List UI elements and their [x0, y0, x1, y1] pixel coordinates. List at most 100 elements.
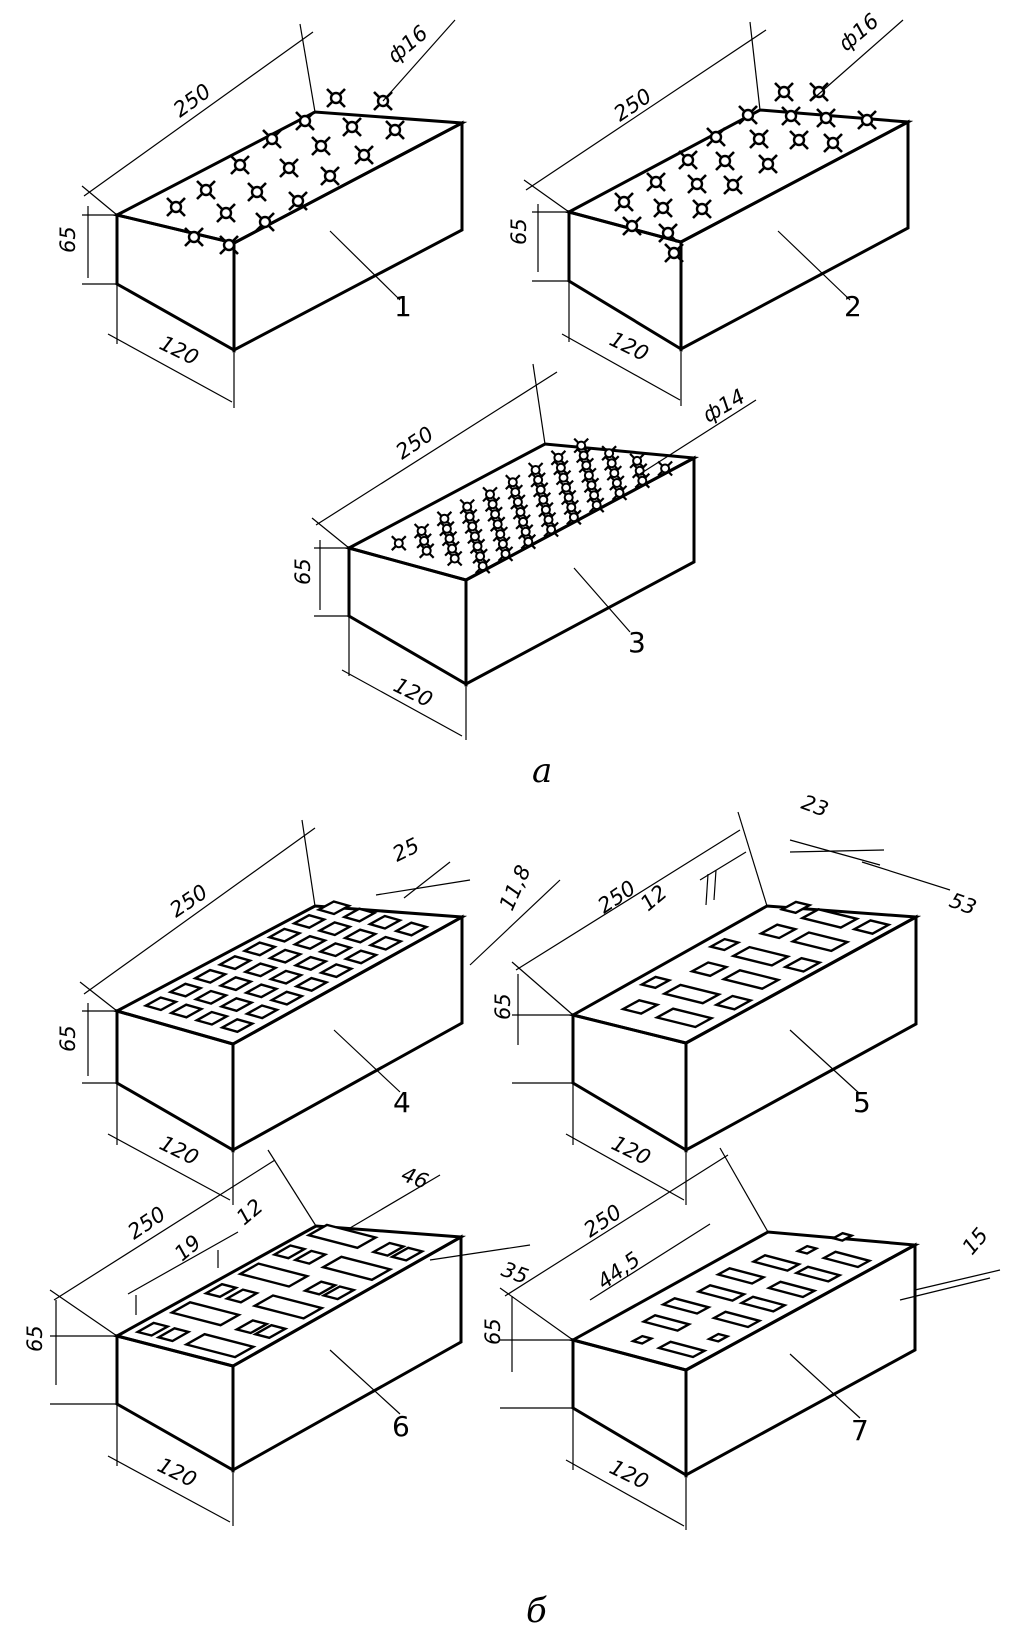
slot — [789, 931, 851, 953]
hole — [469, 538, 486, 555]
slot — [738, 1295, 788, 1313]
hole — [560, 489, 577, 506]
brick-6-number-label: 6 — [392, 1410, 410, 1443]
brick-1-number-label: 1 — [394, 290, 412, 323]
slot — [320, 1255, 394, 1282]
hole — [603, 455, 620, 472]
brick-7-width-label: 120 — [606, 1455, 653, 1494]
hole — [489, 516, 506, 533]
hole — [484, 496, 501, 513]
hole — [497, 545, 514, 563]
hole — [608, 474, 626, 492]
brick-5-slots — [619, 900, 892, 1029]
brick-6-height-label: 65 — [23, 1325, 47, 1352]
hole — [552, 459, 570, 476]
slot — [218, 997, 255, 1013]
brick-4-dimension-lines — [79, 819, 561, 1205]
slot — [318, 963, 355, 979]
hole — [573, 437, 590, 454]
brick-6-slot-dim-3: 12 — [232, 1194, 268, 1230]
slot — [267, 948, 304, 964]
brick-4-slot-dim-2: 11,8 — [495, 862, 536, 914]
hole — [529, 471, 547, 488]
brick-2-dimension-lines — [523, 19, 904, 406]
slot — [268, 990, 305, 1006]
hole — [509, 493, 527, 511]
hole — [481, 486, 499, 503]
slot — [794, 1244, 820, 1255]
slot — [192, 968, 229, 984]
brick-6-slots — [134, 1223, 426, 1359]
brick-4-height-label: 65 — [56, 1025, 80, 1052]
hole — [606, 465, 623, 482]
brick-1-height-label: 65 — [56, 226, 80, 253]
brick-4-dimension-text: 250 65 120 25 11,8 4 — [56, 833, 536, 1170]
hole — [557, 479, 575, 496]
hole — [588, 497, 605, 514]
slot — [168, 1301, 242, 1327]
brick-7-length-label: 250 — [579, 1200, 626, 1242]
hole — [583, 477, 600, 494]
slot — [167, 982, 204, 998]
brick-7-dimension-lines — [499, 1147, 1001, 1530]
slot — [237, 1262, 311, 1288]
slot — [315, 900, 353, 916]
slot — [659, 1297, 712, 1315]
slot — [661, 983, 723, 1005]
slot — [192, 989, 230, 1005]
slot — [168, 1003, 205, 1019]
brick-5: 250 65 120 23 12 53 5 — [491, 790, 980, 1205]
slot — [705, 1332, 731, 1343]
hole — [466, 528, 483, 545]
brick-1-dimension-text: 250 65 120 ф16 1 — [56, 21, 432, 370]
slot — [293, 976, 330, 992]
slot — [219, 1018, 256, 1034]
slot — [316, 921, 353, 937]
slot — [366, 914, 404, 930]
slot — [142, 996, 179, 1012]
hole — [532, 481, 549, 498]
brick-6-dimension-lines — [49, 1149, 531, 1526]
slot — [202, 1282, 240, 1299]
hole — [474, 557, 491, 575]
hole — [580, 467, 598, 484]
brick-5-slot-dim-1: 23 — [798, 790, 831, 822]
brick-6-slot-dim-1: 46 — [398, 1162, 431, 1194]
hole — [628, 452, 646, 469]
slot — [793, 1265, 843, 1283]
brick-6-slot-dim-4: 35 — [498, 1257, 531, 1289]
hole — [611, 484, 628, 501]
hole — [418, 542, 435, 559]
hole — [514, 513, 532, 531]
brick-3: 250 65 120 ф14 3 — [291, 363, 757, 740]
slot — [292, 955, 329, 971]
hole — [634, 472, 651, 489]
slot — [216, 955, 254, 971]
slot — [710, 1310, 763, 1329]
hole — [565, 509, 583, 526]
brick-6: 250 65 120 46 19 12 35 6 — [23, 1149, 532, 1526]
brick-5-height-label: 65 — [491, 993, 515, 1020]
hole — [436, 510, 453, 527]
slot — [302, 1280, 339, 1296]
slot — [638, 975, 673, 990]
slot — [640, 1314, 693, 1332]
slot — [765, 1280, 818, 1299]
slot — [243, 1004, 281, 1020]
hole — [494, 535, 511, 553]
brick-5-length-label: 250 — [593, 876, 640, 918]
brick-1-dimension-lines — [81, 19, 456, 408]
slot — [242, 962, 279, 978]
hole — [492, 525, 509, 543]
brick-2-height-label: 65 — [507, 218, 531, 245]
slot — [342, 949, 380, 965]
hole — [461, 508, 478, 525]
hole — [527, 461, 544, 479]
brick-2-width-label: 120 — [606, 327, 653, 366]
brick-5-slot-dim-3: 53 — [946, 888, 979, 920]
slot — [820, 1250, 873, 1269]
hole — [555, 469, 572, 486]
brick-6-slot-dim-2: 19 — [170, 1230, 206, 1266]
hole — [438, 520, 455, 537]
